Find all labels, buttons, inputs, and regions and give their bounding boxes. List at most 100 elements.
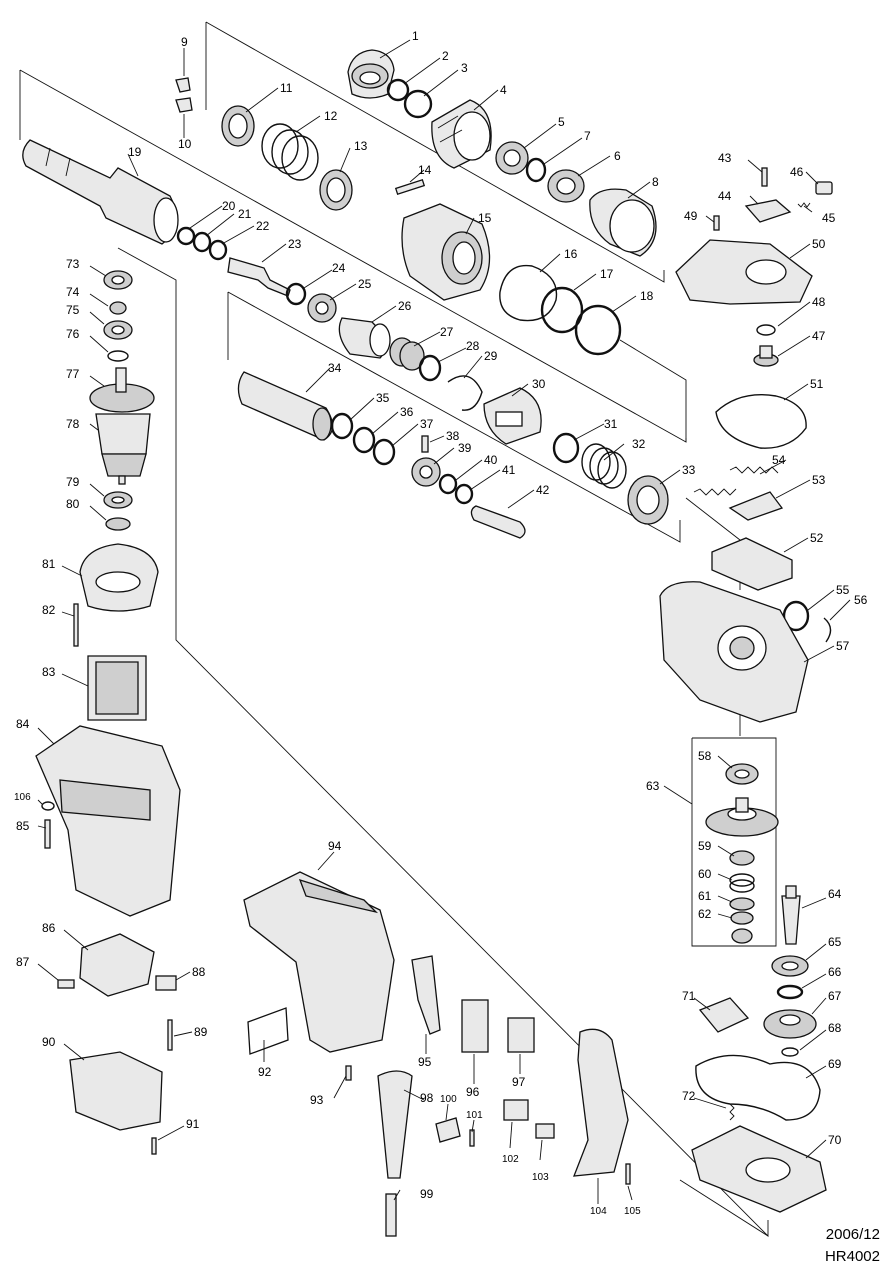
part-label-31: 31 [604, 417, 618, 431]
part-34-cylinder [237, 371, 334, 441]
part-62-ring [730, 911, 754, 925]
part-label-5: 5 [558, 115, 565, 129]
part-label-84: 84 [16, 717, 30, 731]
part-label-13: 13 [354, 139, 368, 153]
part-label-106: 106 [14, 792, 31, 803]
part-19-tool-holder [22, 139, 179, 245]
part-label-20: 20 [222, 199, 236, 213]
part-label-62: 62 [698, 907, 712, 921]
part-label-103: 103 [532, 1172, 549, 1183]
part-22-ring [208, 239, 228, 261]
part-37-o-ring [372, 438, 396, 466]
part-label-3: 3 [461, 61, 468, 75]
part-46-knob [815, 181, 833, 195]
part-73-bearing [103, 270, 133, 290]
part-label-30: 30 [532, 377, 546, 391]
part-63-crank-gear [705, 797, 779, 837]
part-35-o-ring [330, 412, 354, 440]
part-label-2: 2 [442, 49, 449, 63]
part-label-41: 41 [502, 463, 516, 477]
part-label-93: 93 [310, 1093, 324, 1107]
part-label-25: 25 [358, 277, 372, 291]
part-4-sleeve [431, 99, 492, 169]
part-label-37: 37 [420, 417, 434, 431]
part-90-rear-cover [69, 1051, 163, 1131]
part-label-1: 1 [412, 29, 419, 43]
part-16-gasket [499, 264, 558, 322]
part-label-76: 76 [66, 327, 80, 341]
part-52-bracket [711, 537, 793, 591]
part-label-77: 77 [66, 367, 80, 381]
part-101-screw [469, 1129, 475, 1147]
part-label-21: 21 [238, 207, 252, 221]
part-label-69: 69 [828, 1057, 842, 1071]
part-106-washer [41, 801, 55, 811]
part-25-collar [307, 293, 337, 323]
part-label-33: 33 [682, 463, 696, 477]
part-51-gasket [715, 394, 807, 449]
part-label-32: 32 [632, 437, 646, 451]
part-84-motor-housing [35, 725, 181, 917]
part-label-65: 65 [828, 935, 842, 949]
part-label-52: 52 [810, 531, 824, 545]
part-40-o-ring [438, 473, 458, 495]
part-20-o-ring [176, 226, 196, 246]
part-label-64: 64 [828, 887, 842, 901]
part-102-noise-suppressor [503, 1099, 529, 1121]
part-88-brush-spring [155, 975, 177, 991]
part-68-washer [781, 1047, 799, 1057]
part-label-17: 17 [600, 267, 614, 281]
part-57-crank-housing [659, 581, 809, 723]
part-74-sleeve [109, 301, 127, 315]
part-64-pinion [781, 885, 801, 945]
part-11-retainer [221, 105, 255, 147]
part-78-armature [95, 413, 151, 485]
part-103-capacitor [535, 1123, 555, 1139]
part-label-99: 99 [420, 1187, 434, 1201]
part-label-102: 102 [502, 1154, 519, 1165]
part-29-clip [447, 375, 483, 411]
part-56-clip [823, 617, 832, 643]
part-label-12: 12 [324, 109, 338, 123]
part-47-cap [753, 345, 779, 367]
part-label-46: 46 [790, 165, 804, 179]
part-26-sleeve [338, 317, 391, 359]
part-77-fan [89, 367, 155, 413]
part-label-39: 39 [458, 441, 472, 455]
part-39-piston [411, 457, 441, 487]
part-label-45: 45 [822, 211, 836, 225]
part-32-spring [581, 443, 627, 489]
part-97-terminal [507, 1017, 535, 1053]
part-label-59: 59 [698, 839, 712, 853]
part-label-96: 96 [466, 1085, 480, 1099]
part-93-screw [345, 1065, 352, 1081]
part-label-8: 8 [652, 175, 659, 189]
part-label-101: 101 [466, 1110, 483, 1121]
part-label-63: 63 [646, 779, 660, 793]
part-69-gasket [695, 1054, 821, 1121]
part-label-85: 85 [16, 819, 30, 833]
part-14-screw [394, 179, 426, 195]
part-label-71: 71 [682, 989, 696, 1003]
part-label-18: 18 [640, 289, 654, 303]
part-label-105: 105 [624, 1206, 641, 1217]
part-21-washer [192, 231, 212, 253]
part-65-bearing [771, 955, 809, 977]
part-82-screw [73, 603, 79, 647]
part-75-bearing [103, 320, 133, 340]
part-60-spring [729, 873, 755, 893]
part-label-10: 10 [178, 137, 192, 151]
part-label-6: 6 [614, 149, 621, 163]
part-12-spring [261, 123, 319, 181]
part-71-bracket [698, 997, 750, 1033]
part-label-79: 79 [66, 475, 80, 489]
part-label-48: 48 [812, 295, 826, 309]
footer-date: 2006/12 [825, 1226, 880, 1243]
part-87-carbon-brush [57, 979, 75, 989]
part-label-97: 97 [512, 1075, 526, 1089]
part-label-56: 56 [854, 593, 868, 607]
part-label-89: 89 [194, 1025, 208, 1039]
part-label-95: 95 [418, 1055, 432, 1069]
part-label-90: 90 [42, 1035, 56, 1049]
